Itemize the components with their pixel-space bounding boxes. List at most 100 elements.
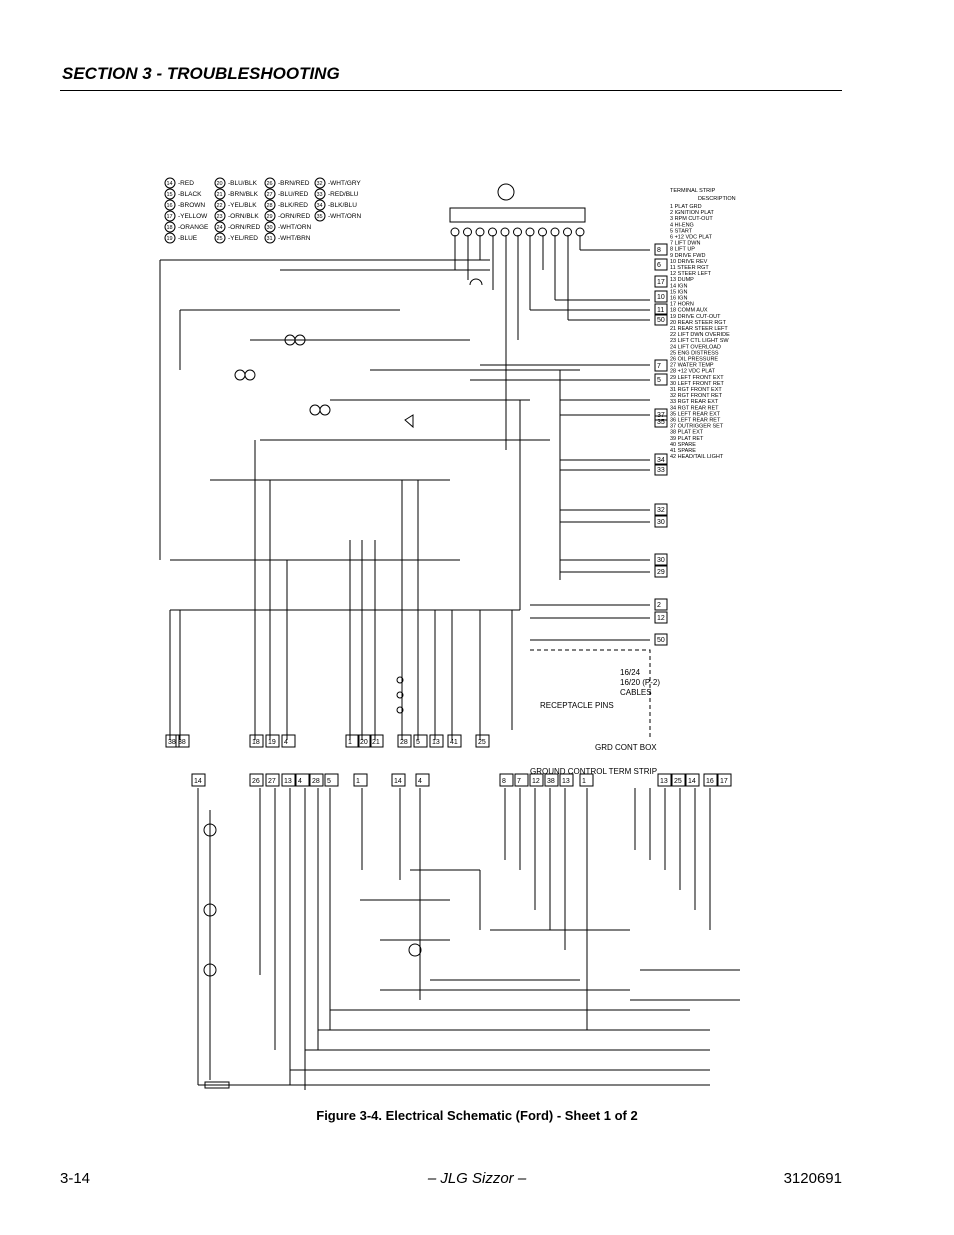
legend-wire-number: 19 <box>167 236 173 242</box>
legend-wire-circle <box>314 188 326 200</box>
lower-terminal-box <box>265 773 280 787</box>
bottom-pin-number: 28 <box>400 739 408 746</box>
connector-pin-box <box>654 408 668 421</box>
bottom-pin-number: 4 <box>284 739 288 746</box>
connector-pin-box <box>654 598 668 611</box>
bottom-pin-box <box>281 734 296 748</box>
terminal-strip-row: 4 HI-ENG <box>670 222 694 228</box>
bottom-pin-box <box>175 734 190 748</box>
legend-wire-color: -ORN/RED <box>228 224 260 231</box>
lower-terminal-number: 13 <box>562 778 570 785</box>
lower-terminal-number: 7 <box>517 778 521 785</box>
cables-note-1: 16/24 <box>620 668 641 677</box>
legend-wire-color: -ORN/BLK <box>228 213 259 220</box>
terminal-strip-row: 2 IGNITION PLAT <box>670 210 715 216</box>
connector-pin <box>500 227 510 237</box>
connector-pin-number: 30 <box>657 557 665 564</box>
header-rule <box>60 90 842 91</box>
lower-terminal-box <box>559 773 574 787</box>
terminal-strip-row: 10 DRIVE REV <box>670 259 708 265</box>
legend-wire-number: 27 <box>267 192 273 198</box>
terminal-strip-row: 32 RGT FRONT RET <box>670 393 723 399</box>
terminal-strip-row: 28 +12 VDC PLAT <box>670 369 716 375</box>
terminal-strip-row: 3 RPM CUT-OUT <box>670 216 713 222</box>
legend-wire-circle <box>314 199 326 211</box>
connector-pin <box>488 227 497 237</box>
legend-wire-number: 17 <box>167 214 173 220</box>
lower-terminal-box <box>281 773 296 787</box>
lower-terminal-number: 1 <box>582 778 586 785</box>
legend-wire-circle <box>214 188 226 200</box>
terminal-strip-row: 38 PLAT EXT <box>670 430 704 436</box>
legend-wire-circle <box>264 177 276 189</box>
terminal-strip-row: 42 HEAD/TAIL LIGHT <box>670 454 724 460</box>
lower-terminal-number: 8 <box>502 778 506 785</box>
figure-caption: Figure 3-4. Electrical Schematic (Ford) … <box>316 1108 638 1123</box>
lower-terminal-box <box>249 773 264 787</box>
lower-terminal-number: 13 <box>660 778 668 785</box>
legend-wire-color: -ORN/RED <box>278 213 310 220</box>
bottom-pin-number: 20 <box>360 739 368 746</box>
legend-wire-number: 14 <box>167 181 173 187</box>
legend-wire-circle <box>214 177 226 189</box>
lower-terminal-number: 26 <box>252 778 260 785</box>
legend-wire-number: 34 <box>317 203 323 209</box>
connector-pin-box <box>654 611 668 624</box>
lower-terminal-number: 13 <box>284 778 292 785</box>
legend-wire-color: -BLACK <box>178 191 202 198</box>
legend-wire-number: 32 <box>317 181 323 187</box>
connector-pin-box <box>654 415 668 428</box>
bottom-pin-box <box>475 734 490 748</box>
legend-wire-circle <box>164 188 176 200</box>
terminal-strip-row: 39 PLAT RET <box>670 436 704 442</box>
lower-terminal-box <box>685 773 700 787</box>
legend-wire-circle <box>164 221 176 233</box>
terminal-strip-row: 21 REAR STEER LEFT <box>670 326 728 332</box>
bottom-pin-number: 13 <box>432 739 440 746</box>
bottom-pin-number: 21 <box>372 739 380 746</box>
legend-wire-number: 25 <box>217 236 223 242</box>
lower-terminal-number: 4 <box>418 778 422 785</box>
terminal-strip-desc-header: DESCRIPTION <box>698 196 736 202</box>
document-number: 3120691 <box>783 1170 842 1187</box>
terminal-strip-row: 22 LIFT DWN OVERIDE <box>670 332 730 338</box>
legend-wire-number: 22 <box>217 203 223 209</box>
section-title: SECTION 3 - TROUBLESHOOTING <box>62 64 340 83</box>
bottom-pin-box <box>345 734 360 748</box>
connector-pin-box <box>654 303 668 316</box>
legend-wire-circle <box>164 199 176 211</box>
connector-pin <box>525 227 535 237</box>
lower-terminal-box <box>717 773 732 787</box>
lower-terminal-box <box>544 773 559 787</box>
terminal-strip-row: 23 LIFT CTL LIGHT SW <box>670 338 729 344</box>
bottom-pin-box <box>265 734 280 748</box>
connector-pin-number: 32 <box>657 507 665 514</box>
terminal-strip-row: 1 PLAT GRD <box>670 204 702 210</box>
lower-terminal-box <box>191 773 206 787</box>
legend-wire-color: -RED/BLU <box>328 191 359 198</box>
legend-wire-color: -BLUE <box>178 235 198 242</box>
legend-wire-circle <box>214 199 226 211</box>
legend-wire-circle <box>214 210 226 222</box>
legend-wire-circle <box>214 232 226 244</box>
terminal-strip-row: 29 LEFT FRONT EXT <box>670 375 724 381</box>
connector-pin-number: 50 <box>657 317 665 324</box>
legend-wire-color: -WHT/ORN <box>278 224 312 231</box>
legend-wire-number: 29 <box>267 214 273 220</box>
connector-pin-box <box>654 453 668 466</box>
terminal-strip-row: 24 LIFT OVERLOAD <box>670 344 721 350</box>
ground-strip-title: GROUND CONTROL TERM STRIP <box>530 767 657 776</box>
bottom-pin-box <box>357 734 372 748</box>
lower-terminal-number: 4 <box>298 778 302 785</box>
legend-wire-color: -BLU/RED <box>278 191 309 198</box>
bottom-pin-number: 38 <box>168 739 176 746</box>
terminal-strip-row: 8 LIFT UP <box>670 247 695 253</box>
lower-terminal-box <box>309 773 324 787</box>
lower-terminal-box <box>295 773 310 787</box>
bottom-pin-number: 19 <box>268 739 276 746</box>
legend-wire-color: -BRN/RED <box>278 180 310 187</box>
legend-wire-color: -YEL/BLK <box>228 202 257 209</box>
